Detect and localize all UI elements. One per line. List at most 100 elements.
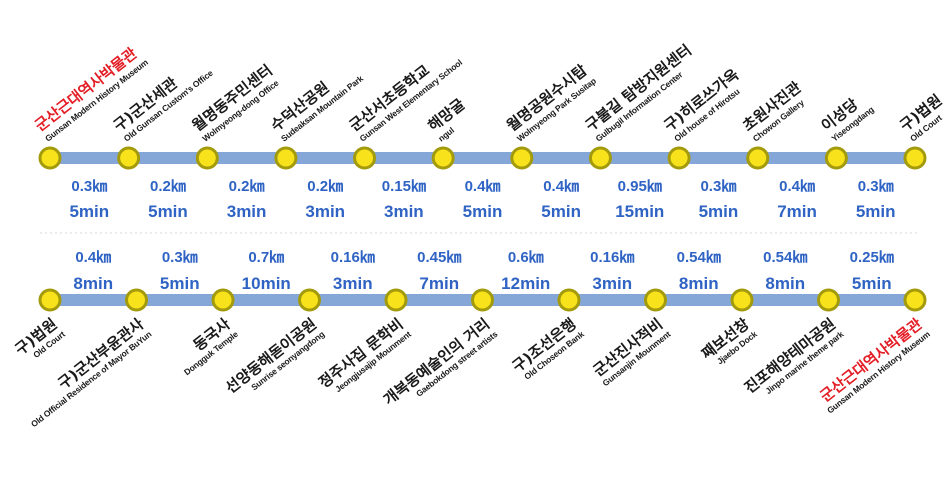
segment-distance: 0.16㎞ — [590, 249, 634, 266]
station-marker — [125, 288, 148, 312]
station-marker — [384, 288, 408, 312]
segment-time: 5min — [541, 202, 581, 221]
segment-distance: 0.25㎞ — [850, 249, 894, 266]
segment-time: 8min — [679, 274, 719, 293]
segment-info: 0.16㎞ 3min — [590, 249, 634, 293]
segment-time: 5min — [856, 202, 896, 221]
station-marker — [353, 146, 377, 170]
segment-time: 10min — [242, 274, 291, 293]
bottom-route-stations — [38, 288, 927, 312]
segment-distance: 0.2㎞ — [150, 178, 186, 195]
segment-time: 3min — [305, 202, 345, 221]
segment-info: 0.4㎞ 7min — [777, 178, 817, 221]
segment-time: 7min — [777, 202, 817, 221]
segment-distance: 0.45㎞ — [417, 249, 461, 266]
segment-info: 0.4㎞ 5min — [541, 178, 581, 221]
segment-time: 8min — [765, 274, 805, 293]
segment-time: 3min — [592, 274, 632, 293]
segment-distance: 0.3㎞ — [71, 178, 107, 195]
station-marker — [817, 288, 840, 312]
segment-info: 0.3㎞ 5min — [699, 178, 739, 221]
segment-distance: 0.15㎞ — [382, 178, 426, 195]
segment-distance: 0.4㎞ — [543, 178, 579, 195]
segment-distance: 0.54㎞ — [763, 249, 807, 266]
segment-time: 3min — [227, 202, 267, 221]
segment-distance: 0.4㎞ — [465, 178, 501, 195]
segment-info: 0.2㎞ 3min — [227, 178, 267, 221]
segment-time: 5min — [699, 202, 739, 221]
segment-info: 0.95㎞ 15min — [615, 178, 664, 221]
segment-time: 8min — [73, 274, 113, 293]
segment-distance: 0.6㎞ — [508, 249, 544, 266]
segment-distance: 0.3㎞ — [858, 178, 894, 195]
segment-distance: 0.4㎞ — [75, 249, 111, 266]
segment-time: 5min — [463, 202, 503, 221]
segment-time: 5min — [160, 274, 200, 293]
segment-info: 0.4㎞ 8min — [73, 249, 113, 293]
segment-time: 15min — [615, 202, 664, 221]
segment-distance: 0.3㎞ — [162, 249, 198, 266]
top-route-stations — [38, 146, 927, 170]
segment-time: 3min — [333, 274, 373, 293]
station-marker — [298, 288, 321, 312]
station-marker — [274, 146, 298, 170]
station-marker — [644, 288, 667, 312]
bottom-route-segments: 0.4㎞ 8min 0.3㎞ 5min 0.7㎞ 10min 0.16㎞ 3min 0.45㎞ 7… — [73, 249, 893, 293]
segment-distance: 0.95㎞ — [618, 178, 662, 195]
segment-distance: 0.16㎞ — [331, 249, 375, 266]
station-marker — [38, 288, 62, 312]
segment-info: 0.7㎞ 10min — [242, 249, 291, 293]
station-marker — [431, 146, 455, 170]
station-marker — [730, 288, 754, 312]
segment-info: 0.15㎞ 3min — [382, 178, 426, 221]
station-marker — [471, 288, 494, 312]
segment-info: 0.6㎞ 12min — [501, 249, 550, 293]
segment-info: 0.54㎞ 8min — [763, 249, 807, 293]
station-name-ko: 선양동해돋이공원 — [222, 315, 320, 397]
segment-time: 7min — [419, 274, 459, 293]
station-marker — [211, 288, 235, 312]
segment-info: 0.3㎞ 5min — [160, 249, 200, 293]
station-marker — [557, 288, 581, 312]
segment-distance: 0.54㎞ — [677, 249, 721, 266]
segment-info: 0.3㎞ 5min — [856, 178, 896, 221]
segment-info: 0.2㎞ 3min — [305, 178, 345, 221]
segment-time: 12min — [501, 274, 550, 293]
segment-time: 5min — [852, 274, 892, 293]
segment-info: 0.16㎞ 3min — [331, 249, 375, 293]
station-marker — [746, 146, 770, 170]
segment-info: 0.4㎞ 5min — [463, 178, 503, 221]
station-marker — [117, 146, 141, 170]
station-marker — [195, 146, 219, 170]
station-name-ko: 구)군산부윤관사 — [55, 315, 148, 393]
station-marker — [824, 146, 848, 170]
segment-distance: 0.2㎞ — [307, 178, 343, 195]
station-name-ko: 정주사집 문학비 — [315, 315, 406, 392]
station-marker — [510, 146, 534, 170]
station-marker — [588, 146, 612, 170]
station-marker — [38, 146, 62, 170]
station-marker — [667, 146, 691, 170]
segment-distance: 0.2㎞ — [229, 178, 265, 195]
segment-time: 3min — [384, 202, 424, 221]
segment-info: 0.54㎞ 8min — [677, 249, 721, 293]
segment-distance: 0.4㎞ — [779, 178, 815, 195]
station-marker — [903, 146, 927, 170]
segment-distance: 0.7㎞ — [248, 249, 284, 266]
segment-distance: 0.3㎞ — [700, 178, 736, 195]
